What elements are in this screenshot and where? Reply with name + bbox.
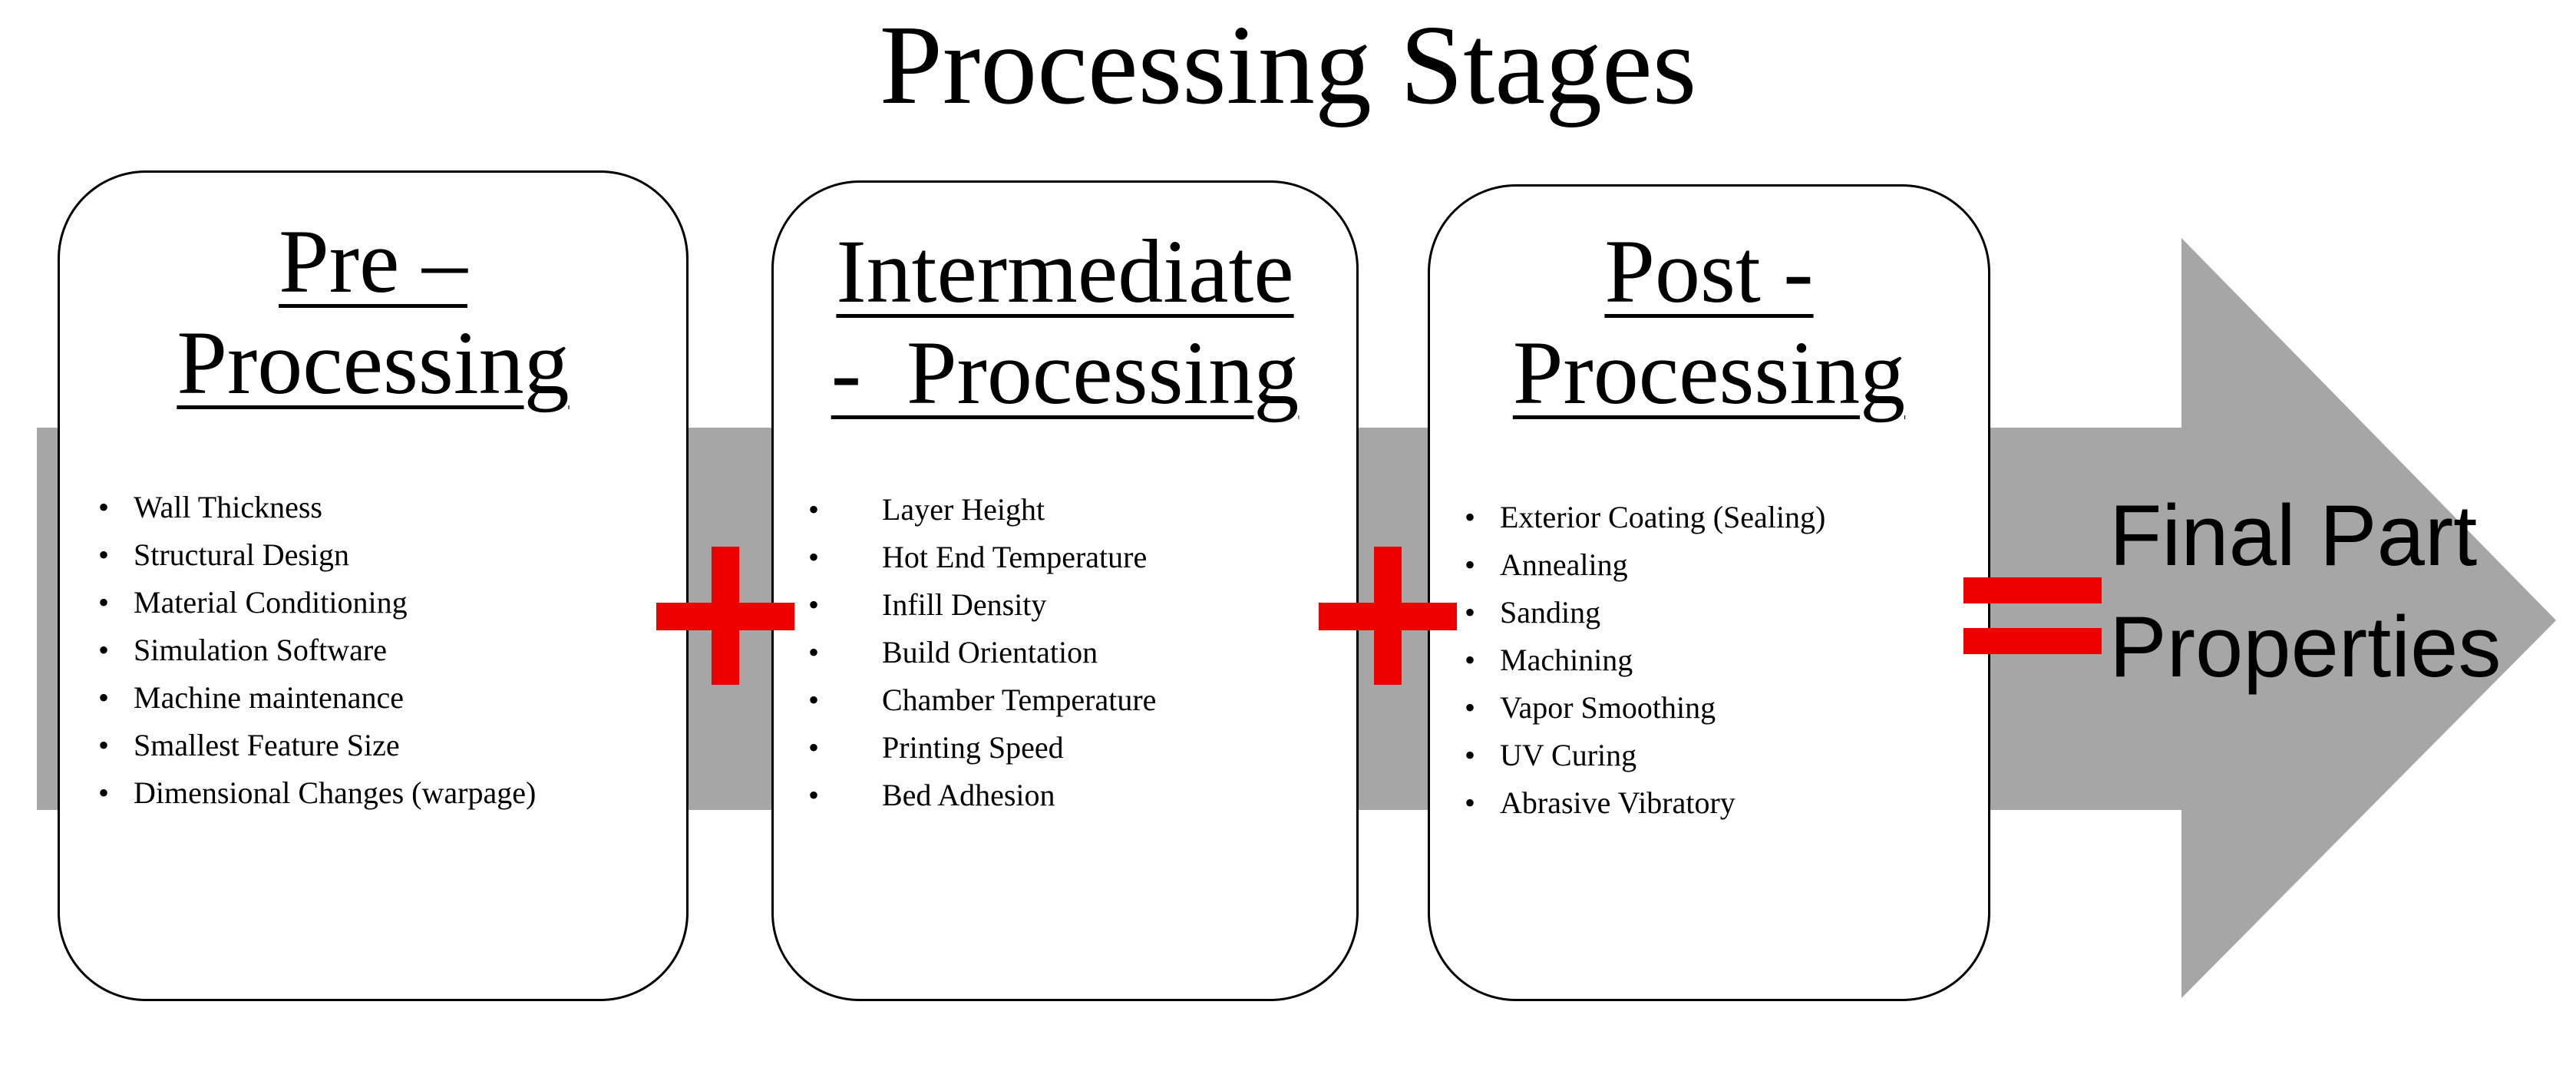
parameter-item: Exterior Coating (Sealing) <box>1465 494 1825 541</box>
stage-title-line: - Processing <box>831 322 1300 423</box>
parameter-item: Structural Design <box>98 531 536 579</box>
parameter-item: Machine maintenance <box>98 674 536 722</box>
stage-parameter-list: Exterior Coating (Sealing) Annealing San… <box>1465 494 1825 827</box>
stage-card-pre-processing: Pre – Processing Wall Thickness Structur… <box>58 170 689 1001</box>
stage-title: Post - Processing <box>1430 221 1988 424</box>
parameter-item: Dimensional Changes (warpage) <box>98 769 536 817</box>
stage-card-post-processing: Post - Processing Exterior Coating (Seal… <box>1428 184 1990 1001</box>
parameter-item: Simulation Software <box>98 626 536 674</box>
parameter-item: Smallest Feature Size <box>98 722 536 769</box>
parameter-item: Sanding <box>1465 589 1825 636</box>
diagram-title: Processing Stages <box>879 2 1697 128</box>
stage-title-line: Intermediate <box>836 221 1294 322</box>
stage-title-line: Post - <box>1604 221 1814 322</box>
plus-operator-icon <box>1319 547 1457 685</box>
parameter-item: Hot End Temperature <box>808 534 1156 581</box>
parameter-item: Abrasive Vibratory <box>1465 779 1825 827</box>
parameter-item: Machining <box>1465 636 1825 684</box>
parameter-item: Layer Height <box>808 486 1156 534</box>
equals-operator-icon <box>1963 577 2102 656</box>
stage-title: Pre – Processing <box>60 211 686 414</box>
parameter-item: Build Orientation <box>808 629 1156 676</box>
parameter-item: Chamber Temperature <box>808 676 1156 724</box>
parameter-item: Printing Speed <box>808 724 1156 772</box>
result-line: Properties <box>2109 599 2502 695</box>
result-line: Final Part <box>2109 488 2478 583</box>
parameter-item: Bed Adhesion <box>808 772 1156 819</box>
stage-title: Intermediate - Processing <box>774 221 1356 424</box>
stage-parameter-list: Wall Thickness Structural Design Materia… <box>98 484 536 817</box>
stage-title-line: Processing <box>177 312 570 413</box>
parameter-item: Vapor Smoothing <box>1465 684 1825 732</box>
stage-parameter-list: Layer Height Hot End Temperature Infill … <box>808 486 1156 819</box>
final-part-properties-label: Final Part Properties <box>2109 480 2539 702</box>
stage-card-intermediate-processing: Intermediate - Processing Layer Height H… <box>771 180 1359 1001</box>
stage-title-line: Processing <box>1512 322 1906 423</box>
parameter-item: Wall Thickness <box>98 484 536 531</box>
parameter-item: UV Curing <box>1465 732 1825 779</box>
parameter-item: Infill Density <box>808 581 1156 629</box>
plus-operator-icon <box>656 547 794 685</box>
parameter-item: Annealing <box>1465 541 1825 589</box>
stage-title-line: Pre – <box>279 211 467 312</box>
parameter-item: Material Conditioning <box>98 579 536 626</box>
